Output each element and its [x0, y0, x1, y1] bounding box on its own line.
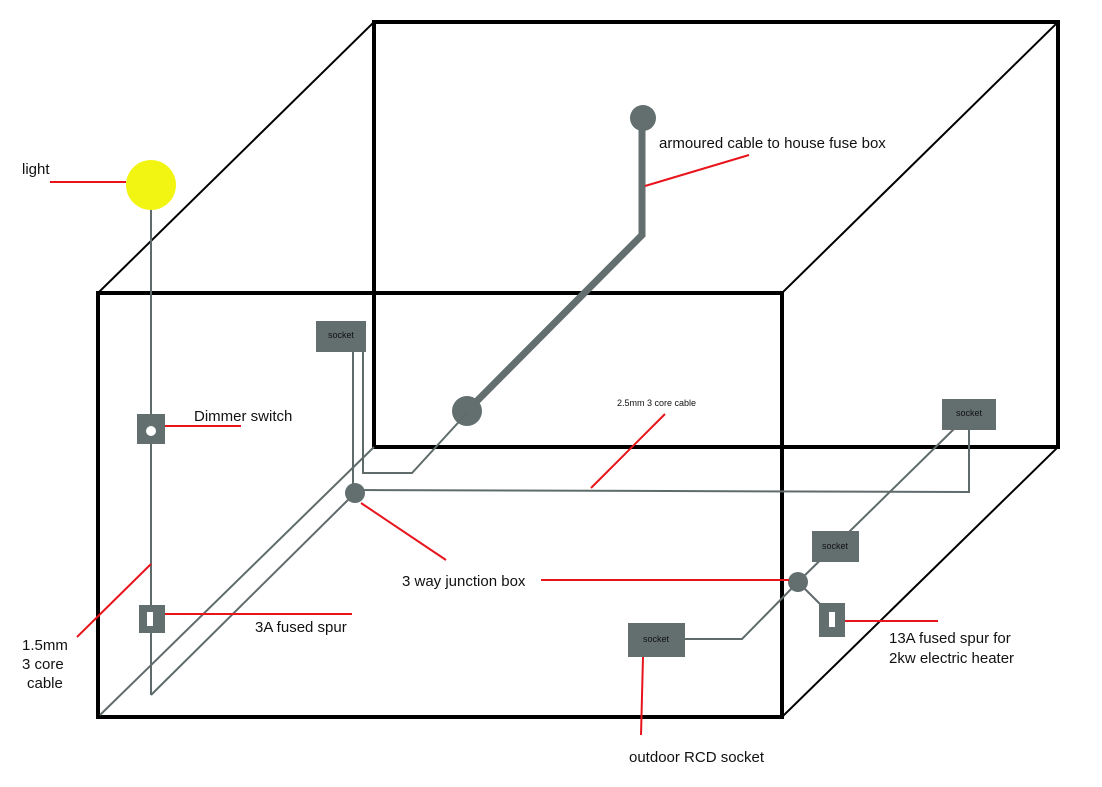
socket-right-wall: socket: [812, 531, 859, 562]
leader-junction-1: [360, 502, 447, 561]
label-cable-15mm-line2: 3 core: [22, 656, 64, 673]
cable-runs: [99, 205, 970, 716]
socket-label: socket: [328, 330, 355, 340]
fused-spur-13a: [819, 603, 845, 637]
leader-outdoor-socket: [640, 656, 644, 736]
dimmer-switch: [137, 414, 165, 444]
armoured-gland: [452, 396, 482, 426]
label-fused-spur-3a: 3A fused spur: [255, 619, 347, 636]
socket-label: socket: [956, 408, 983, 418]
socket-plate: [942, 399, 996, 430]
front-wall: [96, 291, 784, 719]
socket-plate: [628, 623, 685, 657]
annotation-leaders: [50, 154, 938, 736]
label-fused-spur-13a-line2: 2kw electric heater: [889, 650, 1014, 667]
socket-plate: [812, 531, 859, 562]
leader-cable-15: [76, 563, 152, 638]
room-structure: [96, 20, 1060, 719]
label-cable-25mm: 2.5mm 3 core cable: [617, 398, 696, 408]
floor-diagonal-cable: [99, 446, 375, 716]
edge-top-left: [96, 20, 376, 295]
label-cable-15mm-line1: 1.5mm: [22, 637, 68, 654]
label-armoured-cable: armoured cable to house fuse box: [659, 135, 886, 152]
junction-box-2: [788, 572, 808, 592]
socket-plate: [316, 321, 366, 352]
junction-box-1: [345, 483, 365, 503]
armoured-cable-run: [465, 118, 646, 413]
socket-label: socket: [822, 541, 849, 551]
label-cable-15mm-line3: cable: [27, 675, 63, 692]
label-dimmer-switch: Dimmer switch: [194, 408, 292, 425]
outdoor-socket-cable: [684, 581, 799, 640]
spur-return-cable: [150, 492, 356, 696]
socket-drop-2: [362, 350, 468, 474]
spur-13a-fuse-icon: [829, 612, 835, 627]
socket-back-right: socket: [942, 399, 996, 430]
leader-cable-25: [590, 413, 666, 489]
annotation-labels: light armoured cable to house fuse box D…: [22, 135, 1014, 766]
leader-armoured: [644, 154, 750, 187]
back-wall: [372, 20, 1060, 449]
label-fused-spur-13a-line1: 13A fused spur for: [889, 630, 1011, 647]
socket-back-left: socket: [316, 321, 366, 352]
label-junction-box: 3 way junction box: [402, 573, 526, 590]
armoured-entry-point: [630, 105, 656, 131]
light-fitting: [126, 160, 176, 210]
socket-label: socket: [643, 634, 670, 644]
dimmer-knob-icon: [146, 426, 156, 436]
edge-top-right: [780, 20, 1060, 295]
armoured-cable: [452, 105, 656, 426]
spur-3a-fuse-icon: [147, 612, 153, 626]
label-outdoor-rcd-socket: outdoor RCD socket: [629, 749, 765, 766]
ring-back-cable: [354, 428, 970, 494]
edge-bottom-right: [780, 445, 1060, 719]
fused-spur-3a: [139, 605, 165, 633]
socket-outdoor: socket: [628, 623, 685, 657]
label-light: light: [22, 161, 50, 178]
